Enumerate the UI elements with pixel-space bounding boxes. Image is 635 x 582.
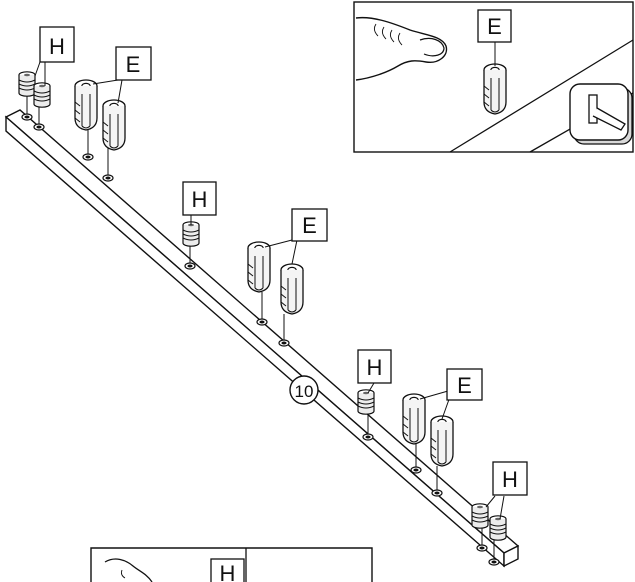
dowel-group-1: E: [74, 46, 152, 175]
board-panel: [4, 109, 520, 568]
label-box-h: [357, 349, 392, 384]
label-e-2: E: [302, 213, 317, 238]
finger-press-icon: [355, 16, 448, 81]
label-e-inset: E: [487, 14, 502, 39]
dowel-group-2: E: [247, 208, 328, 340]
label-box-h: [210, 558, 245, 582]
part-number-text: 10: [295, 382, 314, 401]
hammer-icon: [569, 83, 633, 145]
part-number-badge: 10: [289, 375, 319, 405]
inset-dowel-instruction: E: [353, 1, 634, 153]
label-box-h: [182, 181, 217, 216]
label-h-2: H: [192, 187, 208, 212]
label-box-e: [291, 208, 328, 242]
label-box-h: [492, 461, 528, 496]
label-h-3: H: [367, 355, 383, 380]
label-h-1: H: [49, 34, 65, 59]
label-box-h: [39, 26, 75, 63]
cam-group-4: H: [471, 461, 528, 559]
dowel-group-3: E: [402, 368, 483, 490]
inset-cam-instruction: H: [90, 547, 373, 582]
cam-group-2: H: [182, 181, 217, 263]
cam-group-1: H: [18, 26, 75, 124]
label-h-inset: H: [220, 561, 236, 582]
label-box-e: [115, 46, 152, 81]
label-e-1: E: [126, 52, 141, 77]
label-e-3: E: [457, 373, 472, 398]
label-h-4: H: [502, 467, 518, 492]
label-box-e: [446, 368, 483, 401]
cam-group-3: H: [357, 349, 392, 434]
label-box-e: [477, 9, 512, 43]
